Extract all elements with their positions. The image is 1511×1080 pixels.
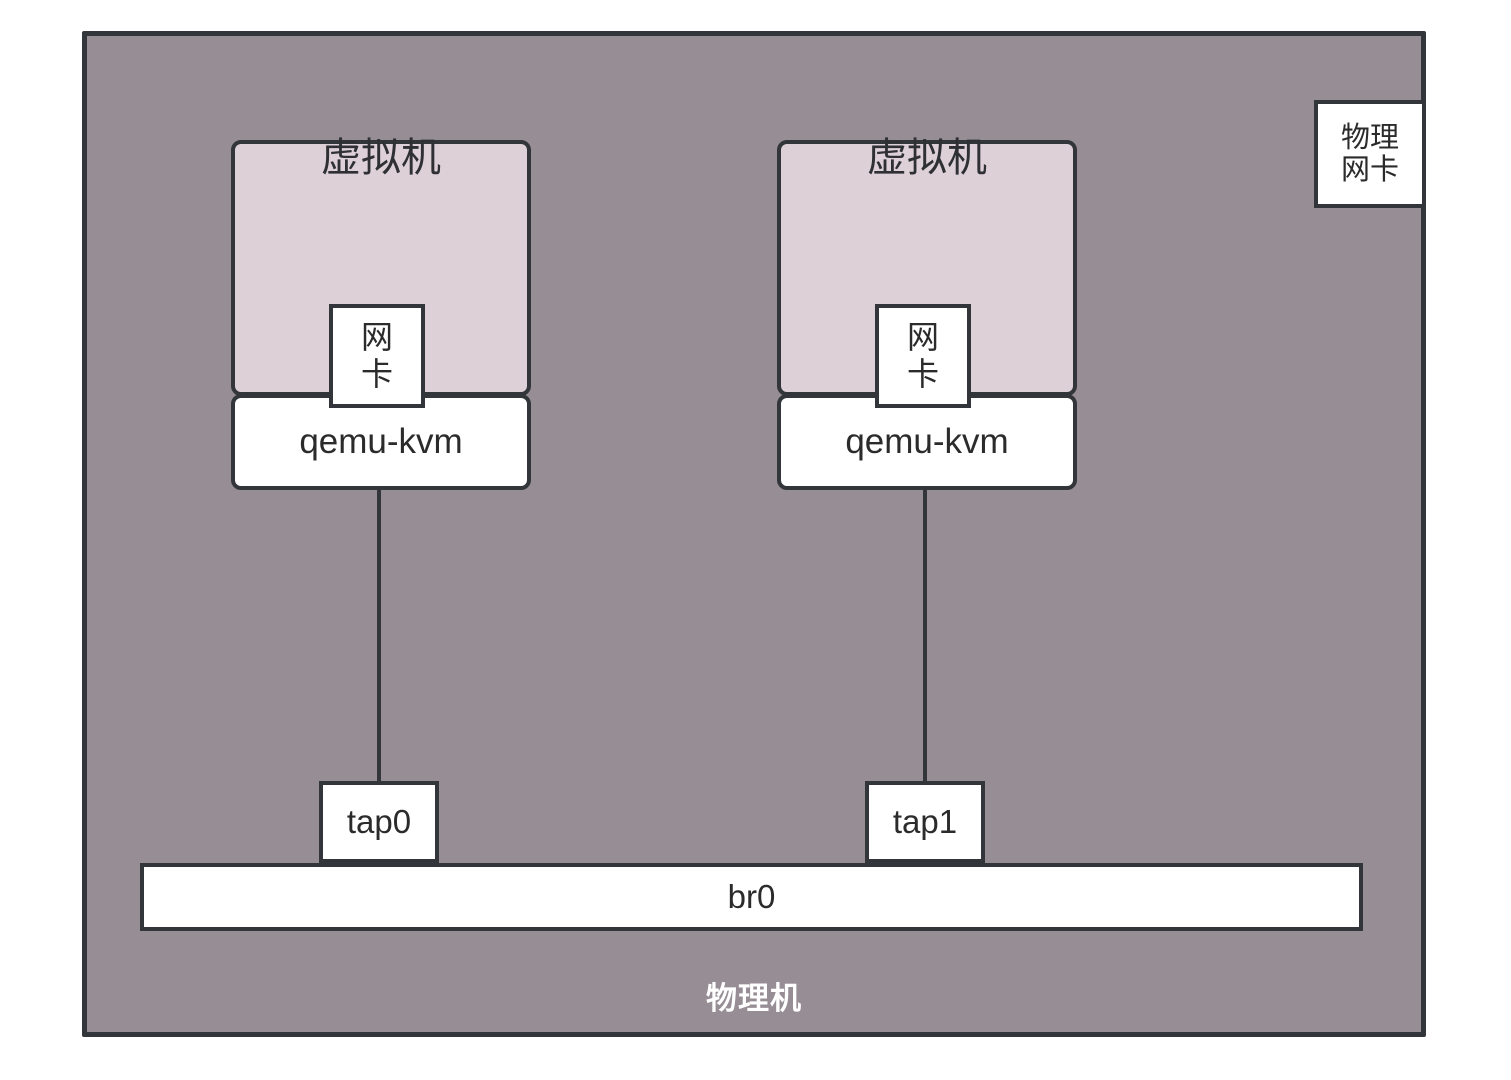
guest-nic-label-line2-1: 卡 (906, 356, 939, 392)
guest-nic-box-1: 网 卡 (875, 304, 971, 408)
tap-device-label-0: tap0 (346, 803, 412, 840)
vm-label-0: 虚拟机 (321, 136, 441, 180)
physical-nic-label-line2: 网卡 (1340, 154, 1399, 186)
tap-device-label-1: tap1 (892, 803, 958, 840)
bridge-label: br0 (727, 878, 776, 915)
tap-device-box-1: tap1 (865, 781, 985, 863)
connector-line-qemu1-to-tap1 (923, 490, 927, 784)
qemu-kvm-label-1: qemu-kvm (845, 422, 1009, 461)
physical-nic-label-line1: 物理 (1340, 121, 1399, 154)
guest-nic-label-line1-0: 网 (360, 319, 393, 356)
guest-nic-label-line1-1: 网 (906, 319, 939, 356)
host-machine-label: 物理机 (706, 981, 802, 1016)
physical-nic-box: 物理 网卡 (1314, 100, 1426, 208)
connector-line-qemu0-to-tap0 (377, 490, 381, 784)
guest-nic-label-line2-0: 卡 (360, 356, 393, 392)
tap-device-box-0: tap0 (319, 781, 439, 863)
qemu-kvm-label-0: qemu-kvm (299, 422, 463, 461)
host-machine-container: 物理 网卡 虚拟机 网 卡 qemu-kvm 虚拟机 网 卡 qemu-kvm (82, 31, 1426, 1037)
vm-label-1: 虚拟机 (867, 136, 987, 180)
bridge-box: br0 (140, 863, 1363, 931)
guest-nic-box-0: 网 卡 (329, 304, 425, 408)
qemu-kvm-box-0: qemu-kvm (231, 394, 531, 490)
qemu-kvm-box-1: qemu-kvm (777, 394, 1077, 490)
